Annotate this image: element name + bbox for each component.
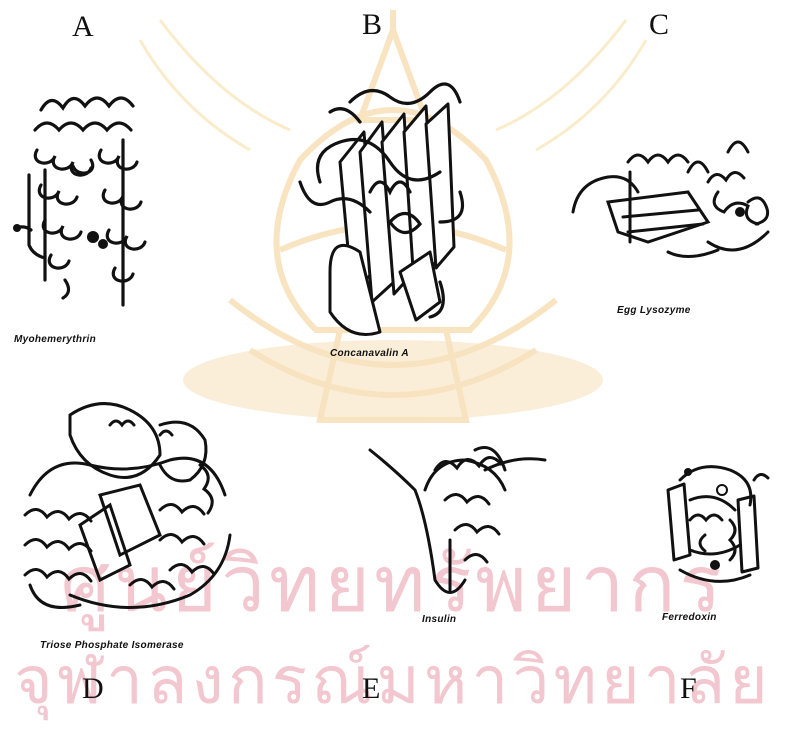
panel-letter-b: B	[362, 8, 382, 42]
caption-a: Myohemerythrin	[14, 334, 96, 345]
caption-b: Concanavalin A	[330, 348, 409, 359]
panel-letter-f: F	[680, 672, 697, 706]
protein-c-ribbon	[568, 132, 783, 282]
caption-f: Ferredoxin	[662, 612, 717, 623]
panel-letter-c: C	[649, 8, 669, 42]
panel-letter-a: A	[72, 10, 94, 44]
protein-e-ribbon	[365, 430, 550, 615]
caption-e: Insulin	[422, 614, 456, 625]
panel-letter-e: E	[362, 672, 380, 706]
panel-letter-d: D	[82, 672, 104, 706]
protein-d-ribbon	[10, 395, 250, 625]
protein-a-ribbon	[5, 90, 170, 325]
protein-f-ribbon	[660, 460, 775, 605]
protein-b-ribbon	[290, 72, 490, 347]
caption-d: Triose Phosphate Isomerase	[40, 640, 184, 651]
caption-c: Egg Lysozyme	[617, 305, 691, 316]
